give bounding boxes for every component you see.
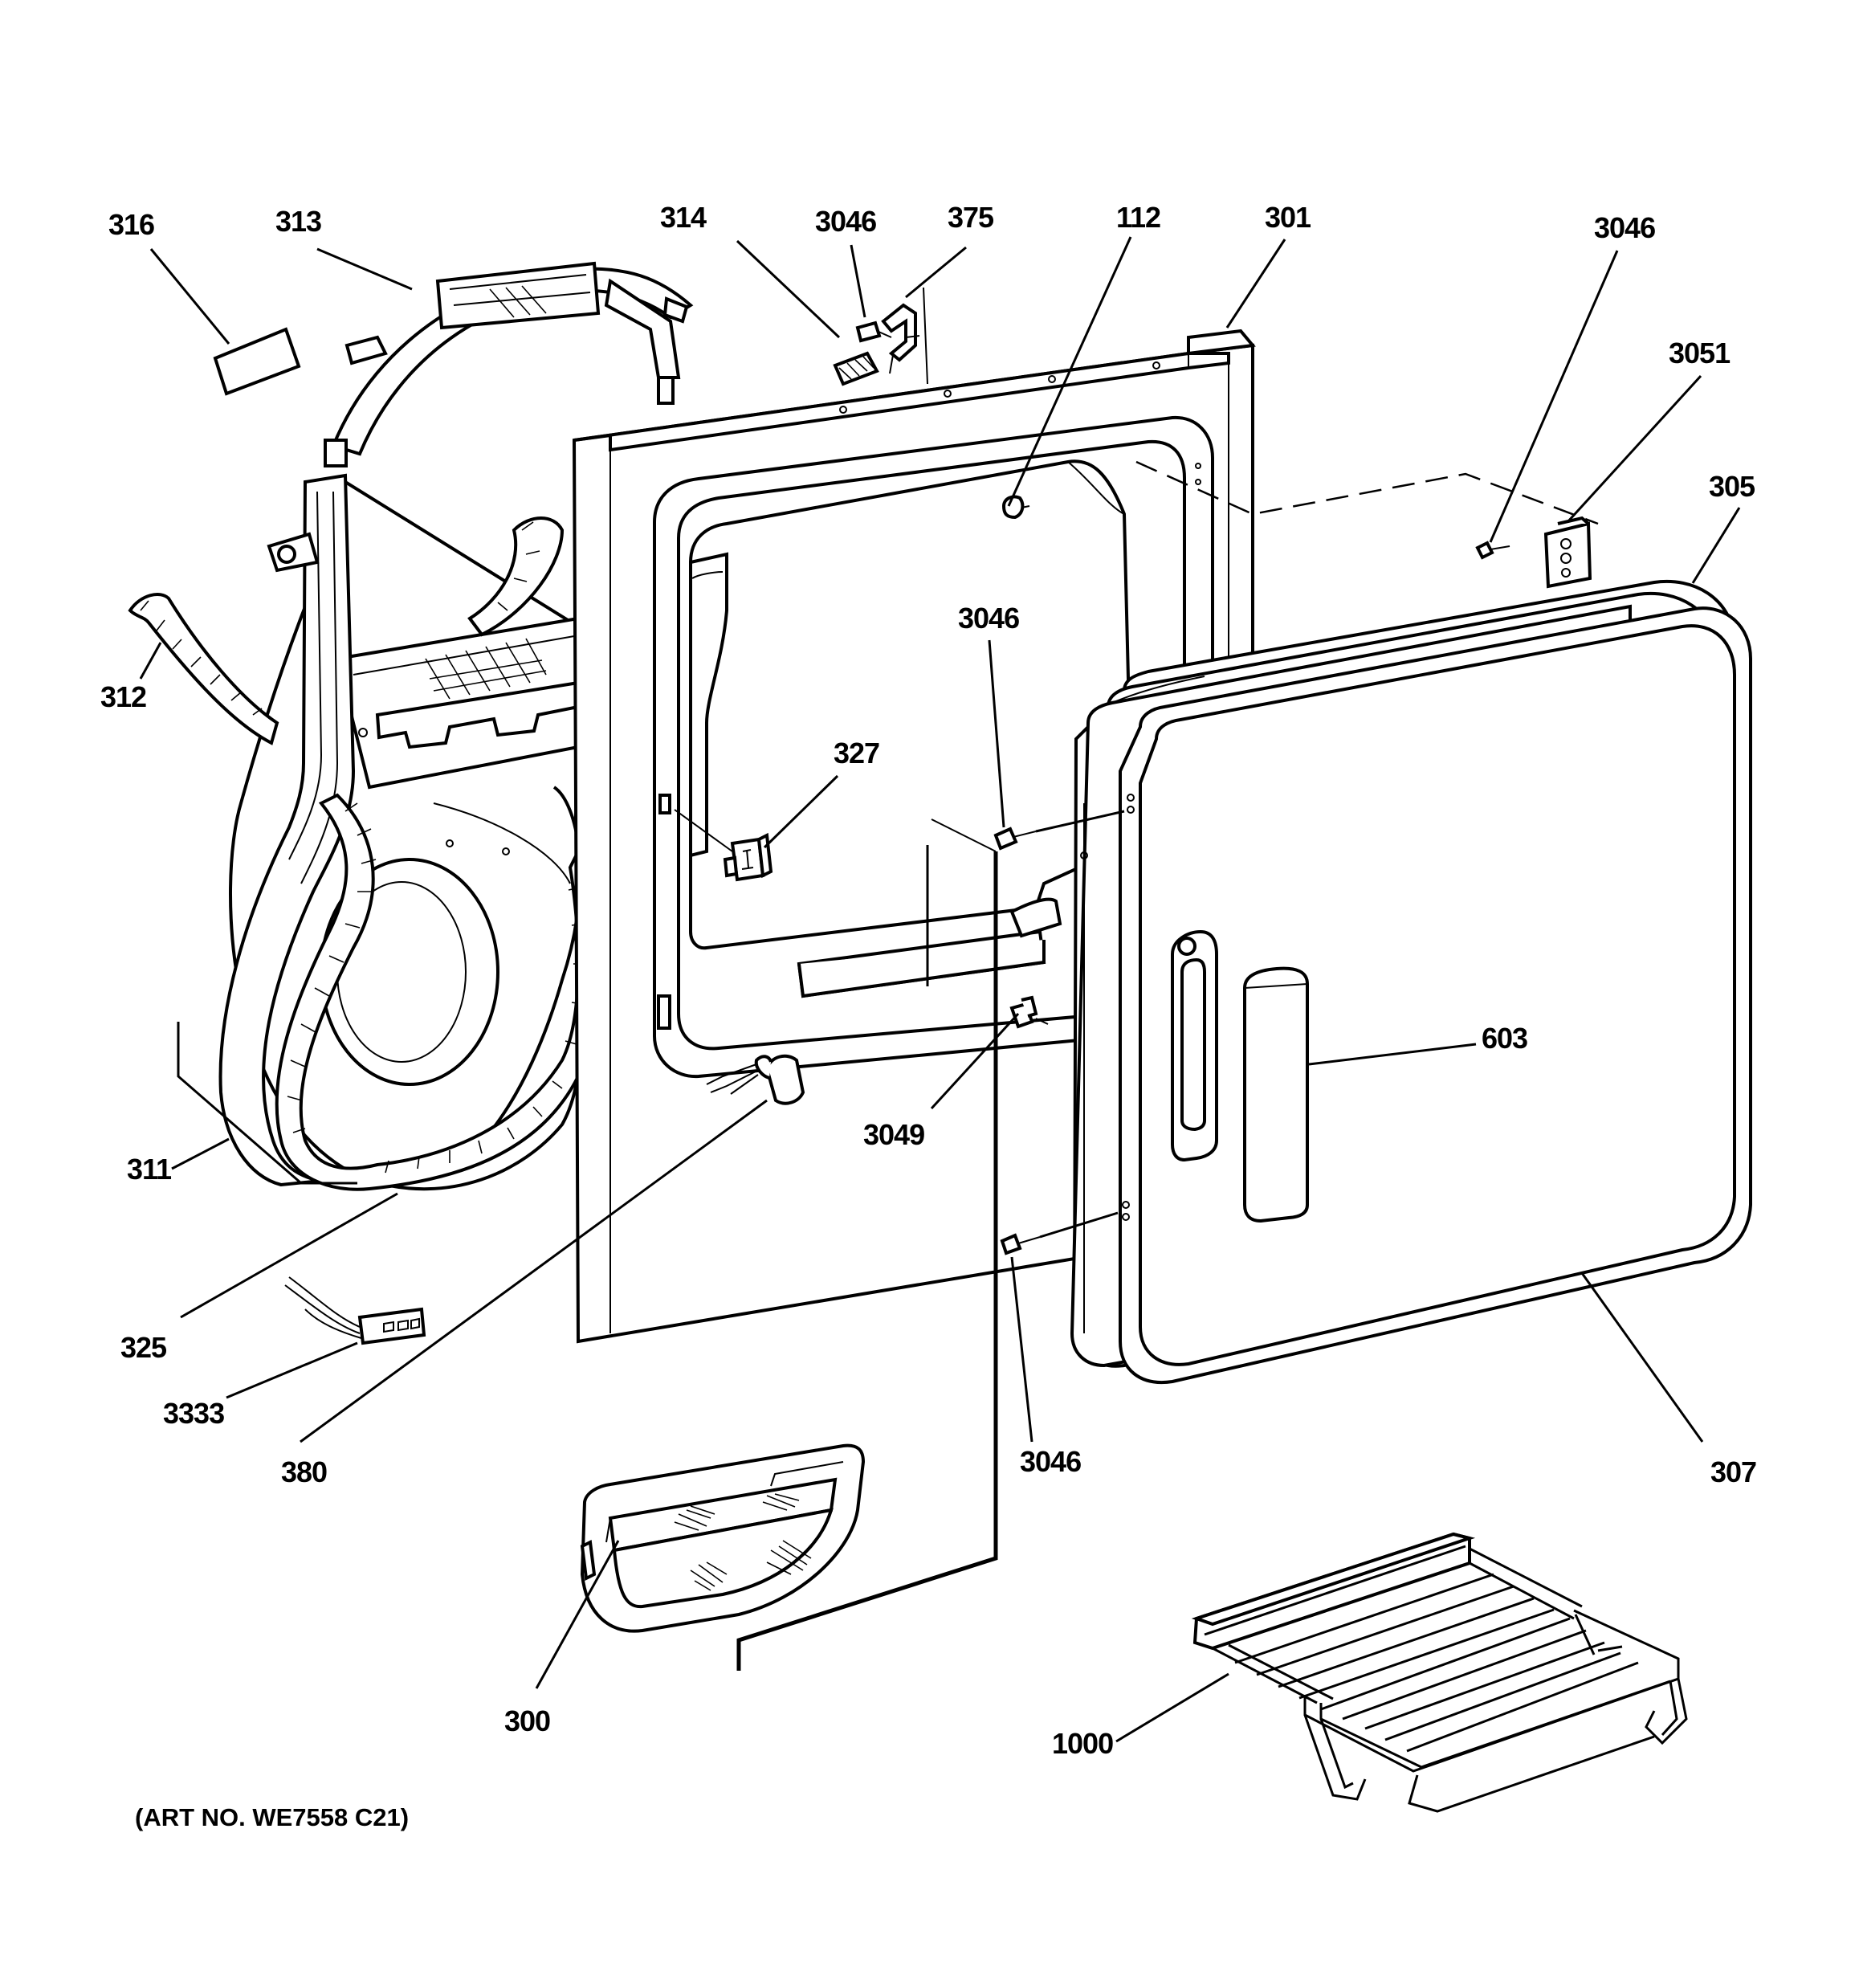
callout-307: 307 [1710, 1455, 1756, 1488]
callout-327: 327 [834, 737, 879, 769]
callout-3046-mid: 3046 [958, 602, 1019, 635]
part-3051-hinge [1543, 516, 1592, 589]
callout-labels: 316 313 314 3046 375 112 301 3046 3051 3… [100, 201, 1757, 1831]
art-number: (ART NO. WE7558 C21) [135, 1803, 409, 1831]
callout-311: 311 [127, 1153, 172, 1186]
callout-603: 603 [1482, 1022, 1527, 1055]
callout-313: 313 [275, 205, 321, 238]
callout-1000: 1000 [1052, 1727, 1113, 1760]
callout-316: 316 [108, 208, 154, 241]
hinge-alignment-line [1135, 460, 1599, 525]
part-300-filter [580, 818, 998, 1671]
callout-375: 375 [948, 201, 994, 234]
callout-305: 305 [1709, 470, 1755, 503]
callout-300: 300 [504, 1704, 550, 1737]
callout-3049: 3049 [863, 1118, 924, 1151]
callout-3046-right: 3046 [1594, 211, 1655, 244]
bracket-311 [177, 1022, 357, 1185]
part-327-switch [674, 809, 773, 882]
part-3046-top-screw [855, 320, 892, 343]
callout-325: 325 [120, 1331, 167, 1364]
part-3046-right-screw [1475, 541, 1510, 560]
part-3046-mid-screw [993, 810, 1125, 851]
part-112-bumper [1001, 495, 1030, 520]
part-3046-bottom-screw [1000, 1211, 1119, 1255]
callout-3333: 3333 [163, 1397, 224, 1430]
part-380-door-switch [706, 1054, 805, 1105]
part-375-strike [881, 287, 928, 385]
callout-314: 314 [660, 201, 707, 234]
callout-312: 312 [100, 680, 146, 713]
part-1000-rack [1191, 1532, 1688, 1813]
part-307-door-inner [1080, 606, 1752, 1384]
callout-301: 301 [1265, 201, 1311, 234]
part-3333-harness [284, 1276, 426, 1345]
part-3049-clip [1009, 995, 1049, 1029]
callout-3046-top: 3046 [815, 205, 876, 238]
part-313-bracket [324, 261, 694, 467]
callout-380: 380 [281, 1455, 327, 1488]
part-316-pad [213, 327, 301, 396]
callout-3051: 3051 [1669, 337, 1731, 369]
part-314-latch [833, 351, 879, 386]
callout-112: 112 [1116, 201, 1160, 234]
callout-3046-bottom: 3046 [1020, 1445, 1081, 1478]
leader-lines [139, 236, 1741, 1743]
